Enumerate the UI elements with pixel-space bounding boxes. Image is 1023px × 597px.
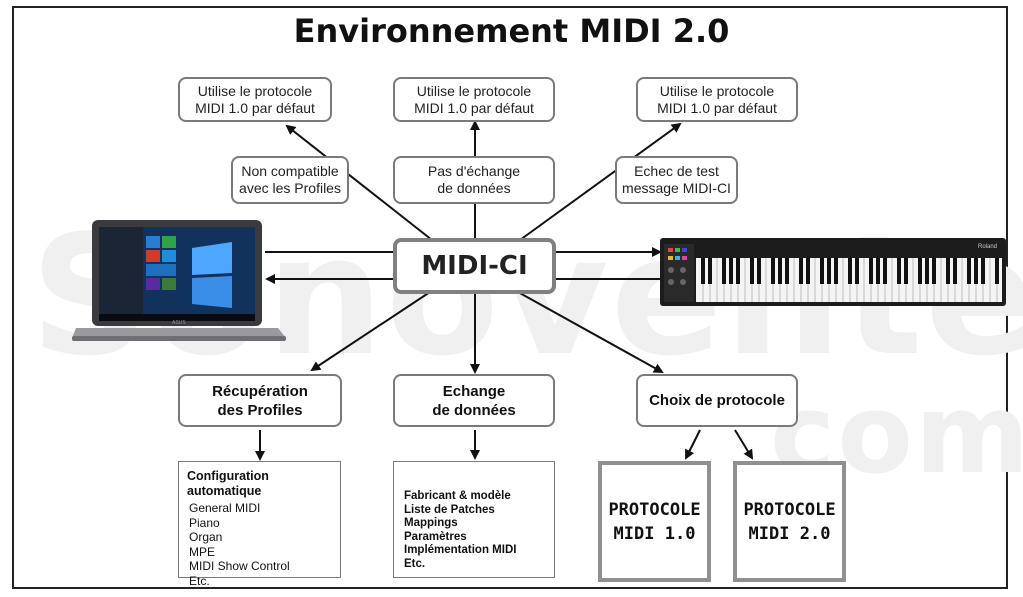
bottom-box-protocol-choice-label: Choix de protocole	[649, 392, 785, 409]
mid-box-right-label: Echec de test message MIDI-CI	[622, 163, 731, 196]
arrow-to-profiles	[310, 291, 431, 372]
list-item: Etc.	[189, 573, 210, 588]
list-item: Implémentation MIDI	[404, 544, 517, 556]
bottom-box-data-exchange: Echange de données	[393, 374, 555, 427]
mid-box-left-label: Non compatible avec les Profiles	[239, 163, 341, 196]
top-box-center: Utilise le protocole MIDI 1.0 par défaut	[393, 77, 555, 122]
list-item: Organ	[189, 530, 223, 544]
list-item: General MIDI	[189, 501, 261, 515]
list-item: Etc.	[404, 557, 426, 570]
list-item: MPE	[189, 544, 216, 559]
list-item: Liste de Patches	[404, 503, 495, 516]
arrow-to-top-right	[519, 122, 682, 241]
protocol-midi1-box: PROTOCOLE MIDI 1.0	[598, 461, 711, 582]
keyboard-brand: Roland	[978, 244, 997, 250]
arrow-to-top-left	[285, 124, 433, 241]
top-box-center-label: Utilise le protocole MIDI 1.0 par défaut	[414, 82, 534, 116]
midi-keyboard-image: Roland	[660, 238, 1006, 306]
protocol-midi1-label: PROTOCOLE MIDI 1.0	[608, 499, 701, 544]
profiles-list-title: Configuration automatique	[187, 469, 269, 498]
data-list-box: Fabricant & modèle Liste de Patches Mapp…	[393, 461, 555, 578]
arrow-to-protocol-choice	[517, 291, 664, 373]
arrow-to-midi2	[734, 429, 754, 460]
top-box-left-label: Utilise le protocole MIDI 1.0 par défaut	[195, 82, 315, 116]
list-item: Fabricant & modèle	[404, 490, 511, 502]
profiles-list-box: Configuration automatique General MIDI P…	[178, 461, 341, 588]
list-item: Piano	[189, 515, 220, 530]
list-item: Mappings	[404, 517, 458, 529]
top-box-right-label: Utilise le protocole MIDI 1.0 par défaut	[657, 82, 777, 116]
bottom-box-profiles-label: Récupération des Profiles	[212, 382, 308, 419]
arrow-to-midi1	[685, 429, 701, 460]
bottom-box-data-exchange-label: Echange de données	[432, 382, 516, 419]
diagram-frame	[12, 6, 1008, 589]
top-box-left: Utilise le protocole MIDI 1.0 par défaut	[178, 77, 332, 122]
diagram-title: Environnement MIDI 2.0	[293, 12, 730, 50]
mid-box-left: Non compatible avec les Profiles	[231, 156, 349, 204]
laptop-brand: ASUS	[172, 320, 186, 326]
list-item: Paramètres	[404, 530, 467, 543]
bottom-box-protocol-choice: Choix de protocole	[636, 374, 798, 427]
protocol-midi2-label: PROTOCOLE MIDI 2.0	[743, 499, 836, 544]
mid-box-center-label: Pas d'échange de données	[427, 163, 521, 196]
list-item: MIDI Show Control	[189, 559, 290, 573]
bottom-box-profiles: Récupération des Profiles	[178, 374, 342, 427]
mid-box-center: Pas d'échange de données	[393, 156, 555, 204]
midi-ci-label: MIDI-CI	[421, 250, 528, 281]
laptop-image: ASUS	[72, 220, 286, 341]
midi-ci-box: MIDI-CI	[393, 238, 556, 294]
top-box-right: Utilise le protocole MIDI 1.0 par défaut	[636, 77, 798, 122]
protocol-midi2-box: PROTOCOLE MIDI 2.0	[733, 461, 846, 582]
mid-box-right: Echec de test message MIDI-CI	[615, 156, 738, 204]
